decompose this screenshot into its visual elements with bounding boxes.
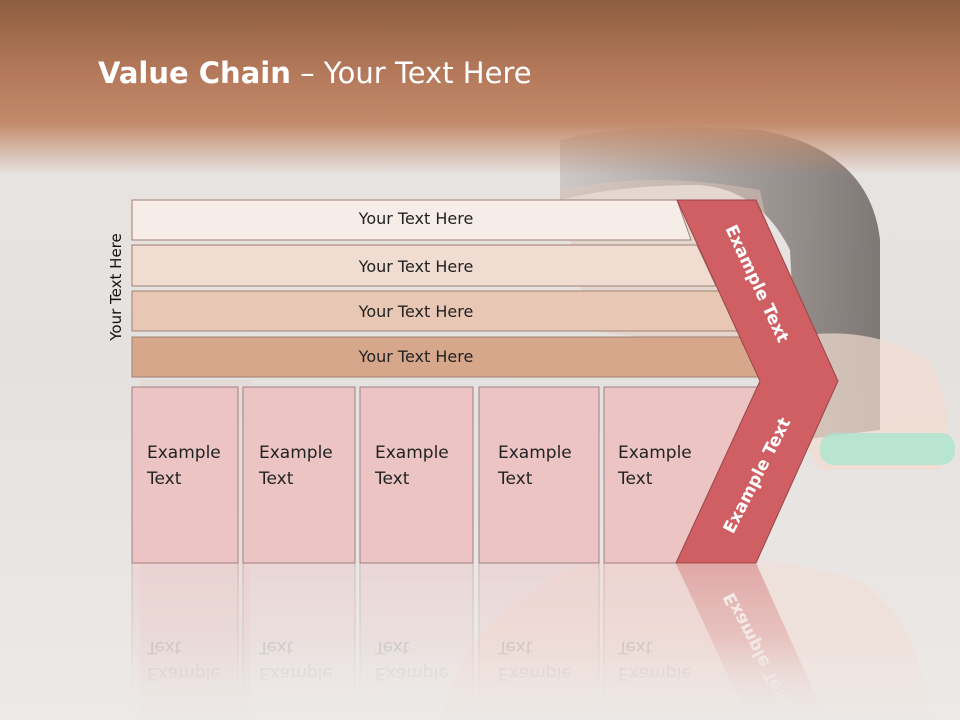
bar-stack: Your Text Here Your Text Here Your Text … xyxy=(131,199,763,378)
box-row: Example Text Example Text Example Text E… xyxy=(131,386,761,564)
slide-title-bold: Value Chain xyxy=(98,56,291,90)
bar-1-label: Your Text Here xyxy=(358,209,474,228)
box-2 xyxy=(242,386,356,564)
header-band xyxy=(0,0,960,175)
bar-1-shape xyxy=(131,199,692,241)
box-1 xyxy=(131,386,239,564)
bar-4-label: Your Text Here xyxy=(358,347,474,366)
box-3-line1: Example xyxy=(375,443,449,463)
box-5-line2: Text xyxy=(617,469,653,489)
box-3-line2: Text xyxy=(374,469,410,489)
bar-2-label: Your Text Here xyxy=(358,257,474,276)
box-3 xyxy=(359,386,474,564)
bottom-fade xyxy=(0,640,960,720)
bar-3-label: Your Text Here xyxy=(358,302,474,321)
box-5-line1: Example xyxy=(618,443,692,463)
slide-title-rest: – Your Text Here xyxy=(290,56,532,90)
box-2-line2: Text xyxy=(258,469,294,489)
box-2-line1: Example xyxy=(259,443,333,463)
box-1-line2: Text xyxy=(146,469,182,489)
diagram-main: Your Text Here Your Text Here Your Text … xyxy=(131,199,839,564)
slide-title: Value Chain – Your Text Here xyxy=(98,56,532,90)
box-4-line1: Example xyxy=(498,443,572,463)
box-4 xyxy=(478,386,600,564)
box-4-line2: Text xyxy=(497,469,533,489)
box-1-line1: Example xyxy=(147,443,221,463)
